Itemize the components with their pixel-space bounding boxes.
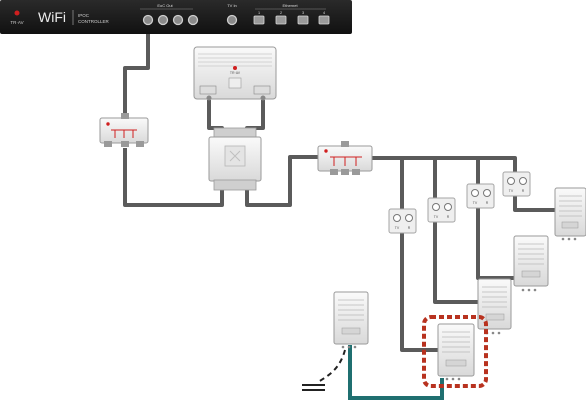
coax-cables (123, 22, 555, 352)
amplifier: TR·AV (193, 46, 277, 101)
ground-lead (317, 349, 346, 383)
eoc-port-icon (187, 14, 199, 26)
wall-outlet: TV R (466, 183, 495, 209)
central-multiswitch (208, 127, 262, 191)
ground-symbol (302, 384, 325, 391)
eoc-out-label: EoC Out (157, 3, 173, 8)
eoc-port-icon (172, 14, 184, 26)
eoc-ports (142, 14, 199, 26)
eoc-receiver (513, 235, 549, 292)
ethernet-port-icon (275, 15, 287, 25)
controller-model-line1: IPOC (78, 13, 90, 18)
ethernet-cable (348, 345, 444, 400)
outlet-tv-label: TV (395, 226, 400, 230)
ipoc-controller: TR·AV WiFi IPOC CONTROLLER EoC Out TV In… (0, 0, 352, 34)
eoc-receiver (333, 291, 369, 349)
wall-outlet: TV R (388, 208, 417, 234)
coax-socket-icon (519, 177, 527, 185)
coax-socket-icon (393, 214, 401, 222)
controller-brand: TR·AV (10, 20, 23, 25)
eoc-receiver-highlighted (437, 323, 475, 381)
ethernet-port-icon (297, 15, 309, 25)
amplifier-brand: TR·AV (230, 71, 241, 75)
eoc-port-icon (157, 14, 169, 26)
eoc-receiver (477, 278, 512, 335)
eoc-port-icon (142, 14, 154, 26)
coax-socket-icon (471, 189, 479, 197)
outlet-r-label: R (408, 226, 411, 230)
ethernet-port-icon (318, 15, 330, 25)
eoc-receiver (554, 187, 586, 241)
wall-outlet: TV R (502, 171, 531, 197)
ethernet-label: Ethernet (282, 3, 298, 8)
outlet-r-label: R (447, 215, 450, 219)
controller-wifi-label: WiFi (38, 9, 66, 25)
coax-socket-icon (483, 189, 491, 197)
coax-socket-icon (507, 177, 515, 185)
outlet-r-label: R (486, 201, 489, 205)
outlet-tv-label: TV (509, 189, 514, 193)
coax-socket-icon (405, 214, 413, 222)
right-splitter (317, 141, 373, 175)
eth-port-number: 4 (323, 11, 325, 15)
ethernet-port-icon (253, 15, 265, 25)
wall-outlet: TV R (427, 197, 456, 223)
eth-port-number: 3 (302, 11, 304, 15)
outlet-tv-label: TV (473, 201, 478, 205)
outlet-tv-label: TV (434, 215, 439, 219)
brand-dot-icon (324, 149, 328, 153)
highlight-frame (422, 315, 488, 388)
eth-port-number: 1 (258, 11, 260, 15)
coax-socket-icon (432, 203, 440, 211)
tv-in-port-icon (226, 14, 238, 26)
brand-dot-icon (233, 66, 237, 70)
controller-model-line2: CONTROLLER (78, 19, 110, 24)
brand-dot-icon (14, 10, 20, 16)
tv-in-label: TV In (227, 3, 237, 8)
brand-dot-icon (106, 122, 110, 126)
outlet-r-label: R (522, 189, 525, 193)
left-splitter (99, 113, 149, 147)
eth-port-number: 2 (280, 11, 282, 15)
coax-socket-icon (444, 203, 452, 211)
